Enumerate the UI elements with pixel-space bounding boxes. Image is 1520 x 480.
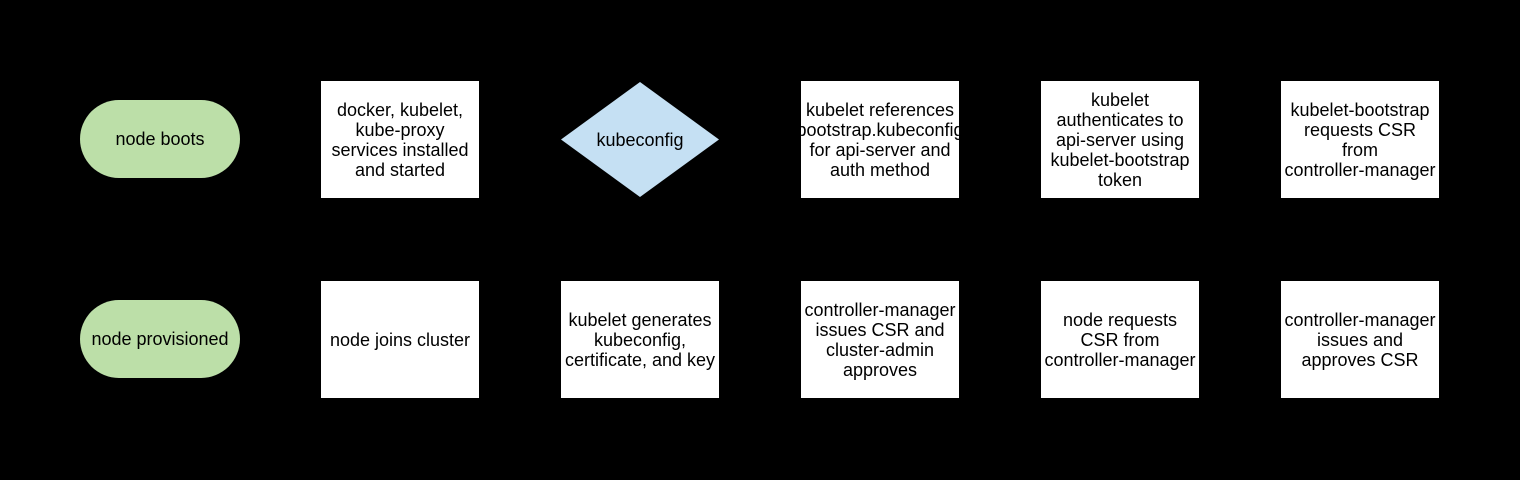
node-label: kubelet generates kubeconfig, certificat…: [564, 309, 716, 370]
process-controller-manager-approves-csr: controller-manager issues and approves C…: [1281, 281, 1439, 398]
process-kubelet-references-bootstrap-kubeconfig: kubelet references bootstrap.kubeconfig …: [796, 81, 964, 198]
process-kubelet-bootstrap-requests-csr: kubelet-bootstrap requests CSR from cont…: [1281, 81, 1439, 198]
terminal-node-provisioned: node provisioned: [80, 300, 240, 378]
process-node-joins-cluster: node joins cluster: [321, 281, 479, 398]
process-services-installed: docker, kubelet, kube-proxy services ins…: [321, 81, 479, 198]
node-label: kubelet authenticates to api-server usin…: [1050, 89, 1190, 190]
node-label: node requests CSR from controller-manage…: [1044, 309, 1196, 370]
node-label: controller-manager issues CSR and cluste…: [804, 299, 956, 380]
process-kubelet-generates-kubeconfig: kubelet generates kubeconfig, certificat…: [561, 281, 719, 398]
node-label: docker, kubelet, kube-proxy services ins…: [331, 99, 469, 180]
node-label: kubelet references bootstrap.kubeconfig …: [796, 99, 964, 180]
node-label: kubeconfig: [596, 129, 684, 150]
decision-kubeconfig: kubeconfig: [561, 82, 719, 197]
process-kubelet-authenticates: kubelet authenticates to api-server usin…: [1041, 81, 1199, 198]
node-label: controller-manager issues and approves C…: [1284, 309, 1436, 370]
process-controller-manager-issues-csr: controller-manager issues CSR and cluste…: [801, 281, 959, 398]
terminal-node-boots: node boots: [80, 100, 240, 178]
process-node-requests-csr: node requests CSR from controller-manage…: [1041, 281, 1199, 398]
node-label: kubelet-bootstrap requests CSR from cont…: [1284, 99, 1436, 180]
node-label: node boots: [115, 129, 205, 149]
node-label: node provisioned: [91, 329, 229, 349]
node-label: node joins cluster: [329, 329, 471, 350]
